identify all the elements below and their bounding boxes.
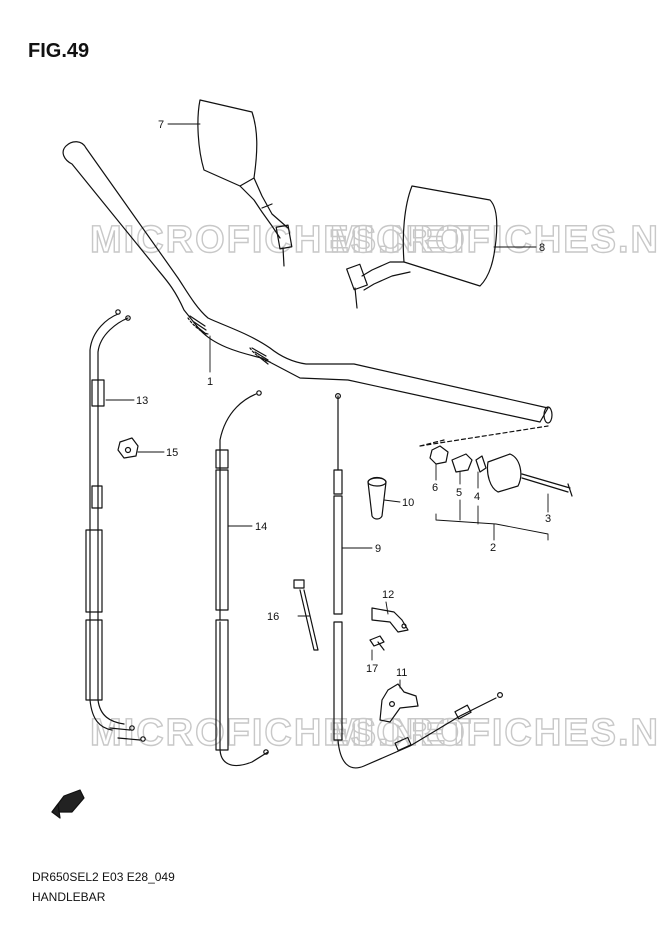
part-label: 16 (267, 611, 279, 623)
part-label: 13 (136, 395, 148, 407)
part-label: 11 (396, 667, 407, 679)
part-label: 7 (158, 119, 164, 131)
part-label: 6 (432, 482, 438, 494)
watermark-bottom-right: MICROFICHES.NET (330, 712, 658, 754)
part-label: 8 (539, 242, 545, 254)
mirror-right (346, 185, 498, 309)
lever-bracket (379, 683, 419, 723)
part-labels: 1 2 3 4 5 6 7 8 9 10 11 12 13 14 15 16 1… (136, 119, 551, 679)
cable-bracket (293, 579, 319, 651)
part-label: 5 (456, 487, 462, 499)
part-label: 12 (382, 589, 394, 601)
part-label: 1 (207, 376, 213, 388)
bar-end-assembly (419, 425, 573, 497)
bolt (369, 635, 385, 651)
clamp-bracket (371, 607, 409, 633)
part-label: 4 (474, 491, 480, 503)
clutch-cable (333, 393, 504, 769)
part-label: 14 (255, 521, 267, 533)
part-label: 15 (166, 447, 178, 459)
part-label: 17 (366, 663, 378, 675)
model-code: DR650SEL2 E03 E28_049 (32, 870, 175, 884)
fwd-arrow-icon (51, 789, 85, 819)
section-name: HANDLEBAR (32, 890, 106, 904)
cable-clamp (117, 437, 139, 459)
throttle-cables (85, 309, 146, 742)
watermark-top: MICROFICHES.NET (90, 219, 473, 261)
choke-cable (215, 390, 269, 767)
grip-sleeve (367, 476, 387, 520)
part-label: 2 (490, 542, 496, 554)
leader-lines (105, 123, 549, 689)
part-label: 10 (402, 497, 414, 509)
part-label: 3 (545, 513, 551, 525)
handlebar (62, 141, 553, 424)
figure-title: FIG.49 (28, 40, 90, 62)
part-label: 9 (375, 543, 381, 555)
